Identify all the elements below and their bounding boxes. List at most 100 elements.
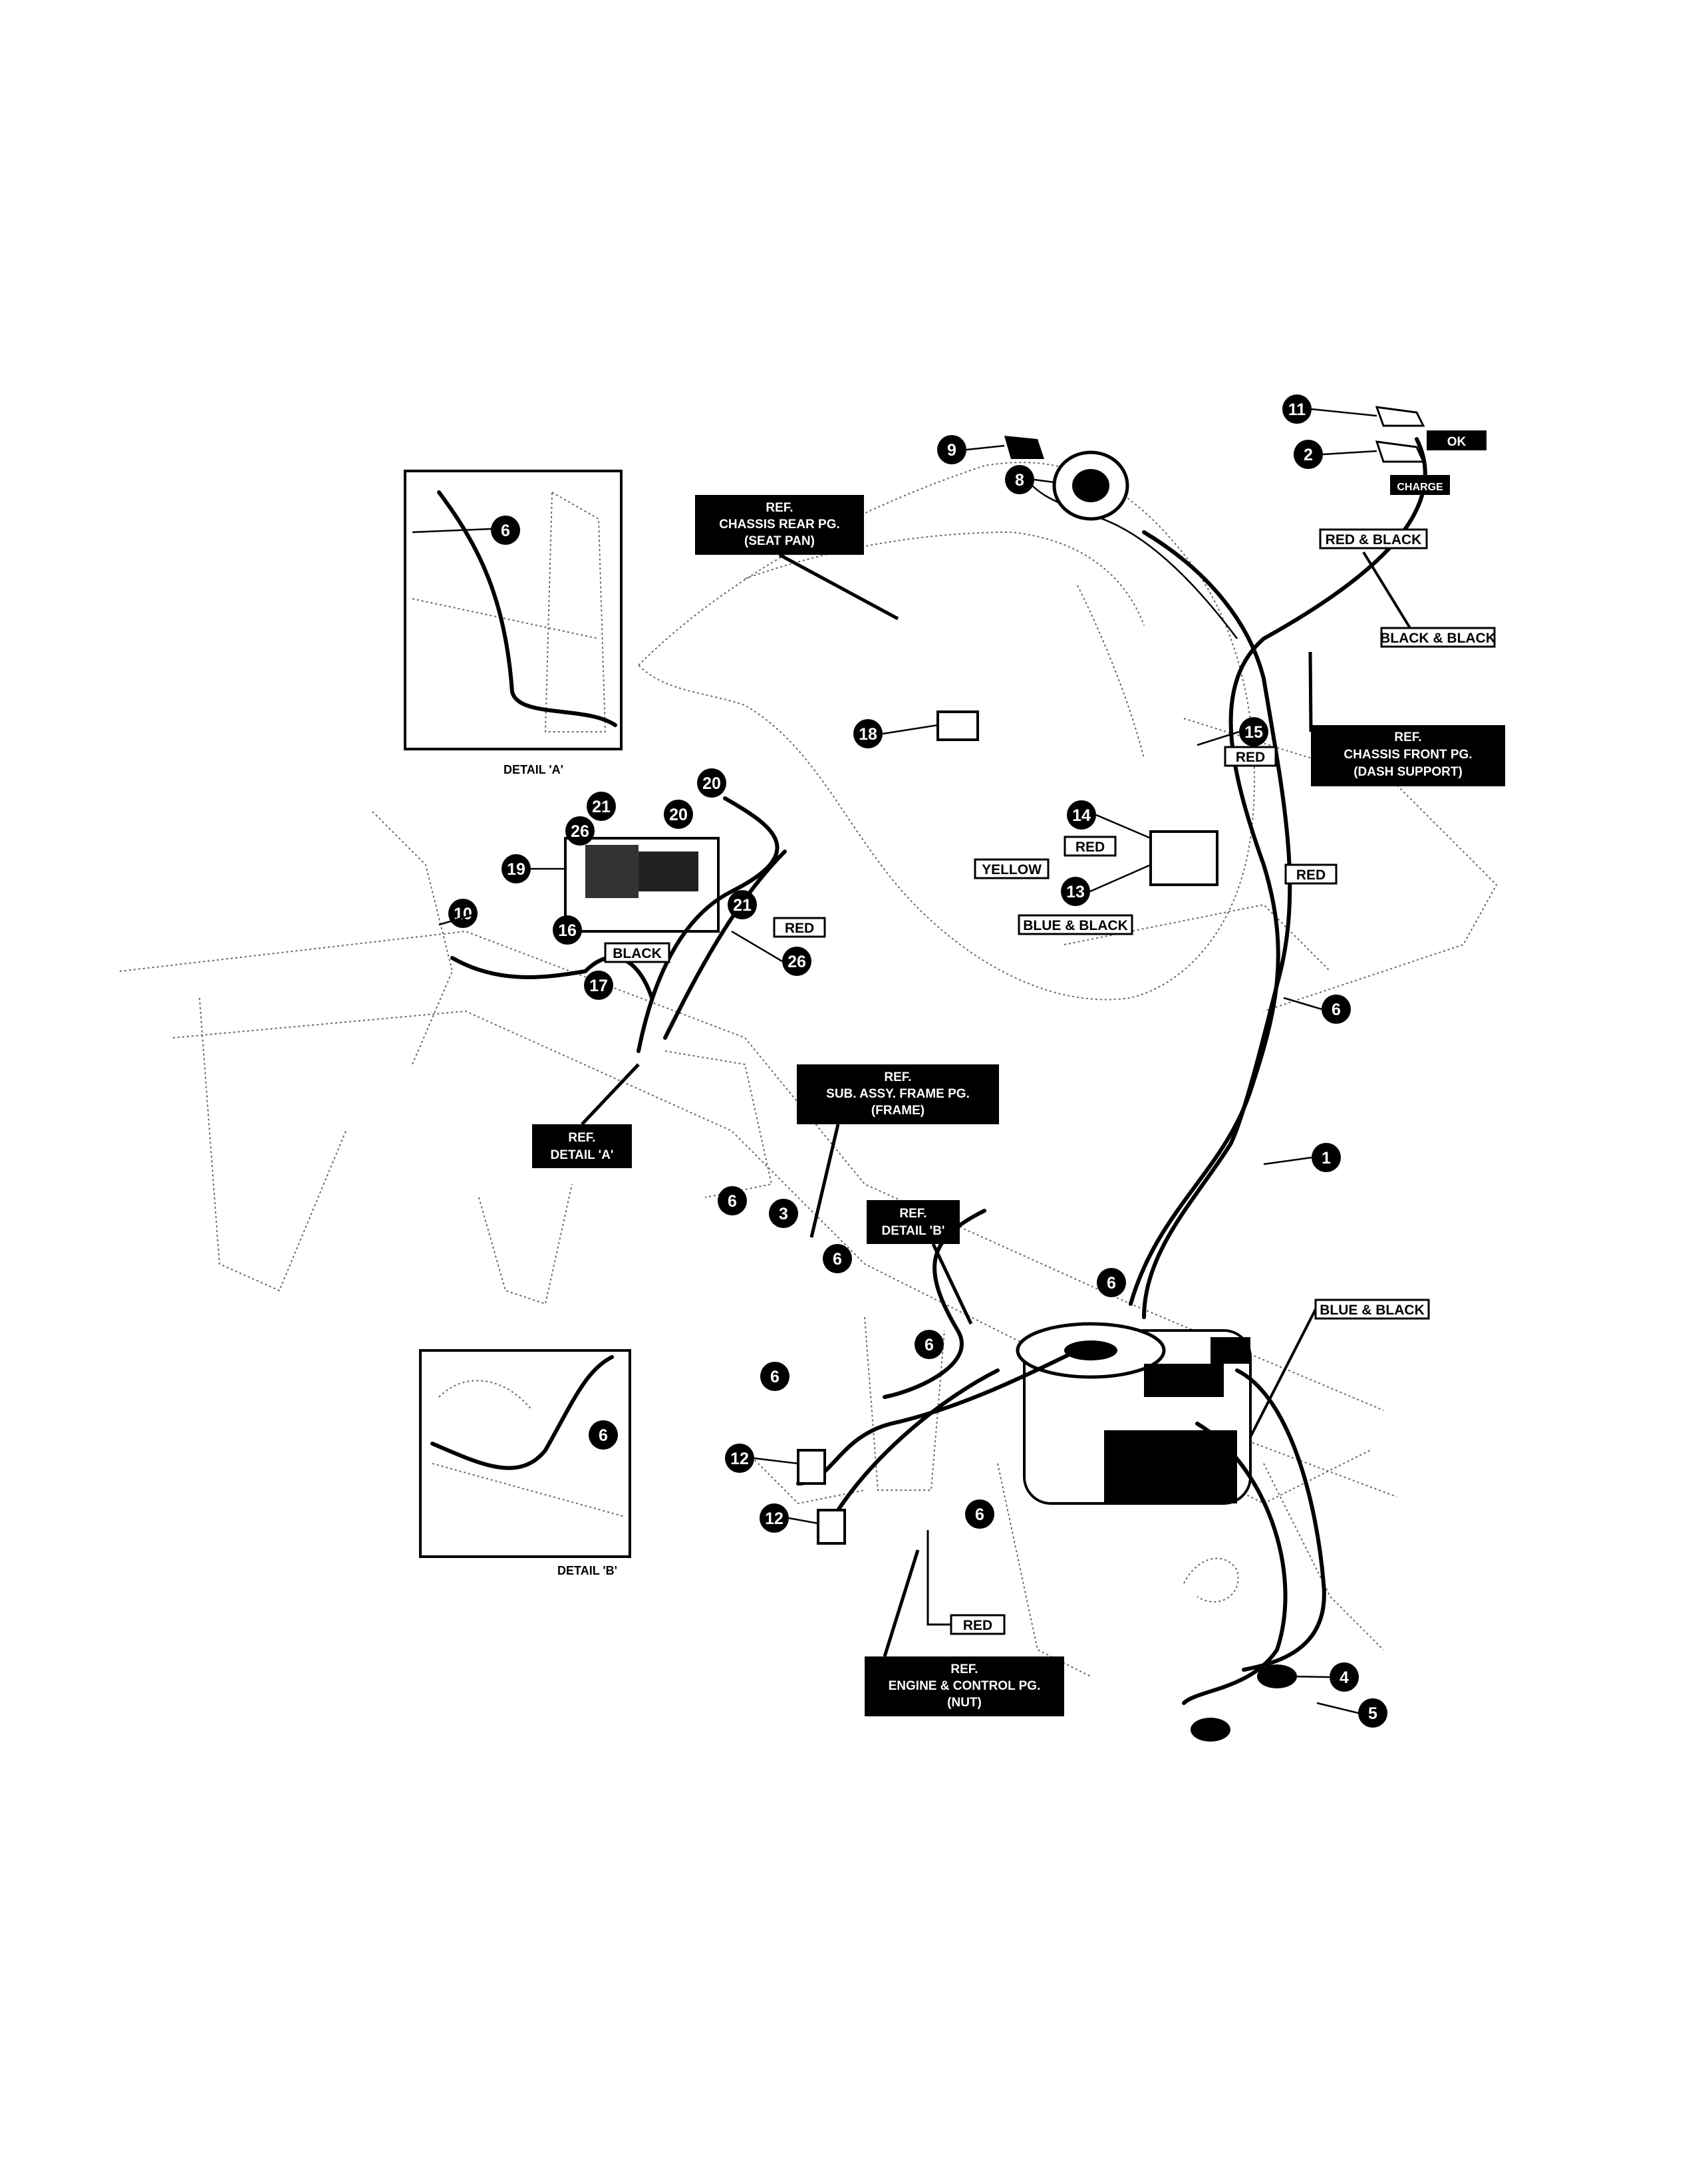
callout-4: 4: [1330, 1662, 1359, 1692]
svg-text:SUB. ASSY. FRAME PG.: SUB. ASSY. FRAME PG.: [826, 1087, 970, 1101]
svg-text:CHARGE: CHARGE: [1397, 482, 1443, 493]
detail-b-inset: [419, 1349, 631, 1558]
callout-12-upper: 12: [725, 1444, 754, 1473]
detail-b-caption: DETAIL 'B': [557, 1564, 617, 1577]
key: [1004, 436, 1044, 459]
label-yellow: YELLOW: [974, 858, 1050, 879]
ref-engine-control: REF. ENGINE & CONTROL PG. (NUT): [865, 1549, 1064, 1716]
svg-text:6: 6: [1107, 1274, 1116, 1293]
indicator-lamps: [1375, 406, 1425, 463]
svg-text:26: 26: [571, 822, 589, 841]
callout-17: 17: [584, 971, 613, 1000]
callout-10: 10: [448, 899, 478, 928]
callout-26-lower: 26: [782, 947, 811, 976]
callout-6-engine: 6: [1097, 1268, 1126, 1297]
label-black-black: BLACK & BLACK: [1362, 551, 1496, 648]
svg-text:BLUE & BLACK: BLUE & BLACK: [1023, 918, 1128, 933]
svg-text:(SEAT PAN): (SEAT PAN): [744, 534, 815, 548]
svg-text:(NUT): (NUT): [947, 1696, 982, 1710]
svg-text:5: 5: [1368, 1704, 1377, 1723]
svg-text:ENGINE & CONTROL PG.: ENGINE & CONTROL PG.: [889, 1679, 1041, 1693]
label-red-3: RED: [1284, 863, 1338, 885]
callout-6-detail-a: 6: [491, 516, 520, 545]
callout-14: 14: [1067, 800, 1096, 830]
ref-detail-b: REF. DETAIL 'B': [867, 1200, 973, 1325]
svg-text:12: 12: [765, 1509, 783, 1528]
svg-text:6: 6: [770, 1368, 780, 1386]
svg-text:21: 21: [592, 798, 611, 816]
callout-15: 15: [1239, 717, 1268, 746]
svg-text:11: 11: [1288, 400, 1306, 419]
svg-text:DETAIL 'A': DETAIL 'A': [551, 1148, 614, 1162]
svg-text:BLACK: BLACK: [613, 946, 662, 961]
svg-text:1: 1: [1322, 1149, 1331, 1168]
svg-text:6: 6: [975, 1505, 984, 1524]
callout-20-lower: 20: [664, 800, 693, 829]
callout-6-bracket: 6: [915, 1330, 944, 1359]
svg-text:12: 12: [730, 1450, 749, 1468]
svg-text:RED: RED: [963, 1618, 992, 1633]
svg-text:6: 6: [925, 1336, 934, 1354]
leader-lines: [438, 408, 1377, 1714]
svg-text:8: 8: [1015, 471, 1024, 490]
seat-switch: [936, 710, 979, 741]
svg-text:20: 20: [702, 774, 721, 793]
svg-text:26: 26: [787, 953, 806, 971]
svg-text:15: 15: [1244, 723, 1263, 742]
svg-text:10: 10: [454, 905, 472, 923]
svg-text:6: 6: [599, 1426, 608, 1445]
svg-text:DETAIL 'B': DETAIL 'B': [882, 1224, 945, 1238]
callout-21-lower: 21: [728, 890, 757, 919]
callout-6-left: 6: [760, 1362, 789, 1391]
svg-text:9: 9: [947, 441, 956, 460]
svg-text:2: 2: [1304, 446, 1313, 464]
svg-text:REF.: REF.: [950, 1662, 978, 1676]
svg-text:CHASSIS FRONT PG.: CHASSIS FRONT PG.: [1344, 748, 1472, 762]
callout-6-frame-b: 6: [823, 1244, 852, 1273]
callout-12-lower: 12: [760, 1503, 789, 1533]
svg-text:14: 14: [1072, 806, 1091, 825]
label-charge: CHARGE: [1390, 475, 1450, 495]
label-red-black: RED & BLACK: [1319, 528, 1428, 549]
svg-text:YELLOW: YELLOW: [982, 862, 1042, 877]
label-red-4: RED: [773, 917, 826, 938]
label-red-5: RED: [926, 1530, 1006, 1635]
svg-text:18: 18: [859, 725, 877, 744]
label-red-2: RED: [1064, 836, 1117, 857]
label-red-1: RED: [1224, 746, 1277, 767]
svg-text:RED: RED: [785, 921, 814, 936]
svg-text:REF.: REF.: [884, 1070, 911, 1084]
ref-sub-assy-frame: REF. SUB. ASSY. FRAME PG. (FRAME): [797, 1064, 999, 1238]
callout-1: 1: [1312, 1143, 1341, 1172]
callout-20-upper: 20: [697, 768, 726, 798]
svg-text:OK: OK: [1447, 435, 1467, 449]
svg-text:RED & BLACK: RED & BLACK: [1326, 532, 1422, 547]
callout-8: 8: [1005, 465, 1034, 494]
callout-6-frame-a: 6: [718, 1186, 747, 1215]
svg-text:19: 19: [507, 860, 525, 879]
callout-11: 11: [1282, 394, 1312, 424]
battery: [564, 837, 720, 933]
callout-3: 3: [769, 1199, 798, 1228]
callout-2: 2: [1294, 440, 1323, 469]
svg-text:CHASSIS REAR PG.: CHASSIS REAR PG.: [719, 518, 840, 532]
svg-text:6: 6: [728, 1192, 737, 1211]
svg-text:REF.: REF.: [899, 1207, 926, 1221]
svg-text:21: 21: [733, 896, 752, 915]
svg-text:REF.: REF.: [1394, 730, 1421, 744]
svg-text:BLUE & BLACK: BLUE & BLACK: [1320, 1303, 1425, 1318]
detail-a-caption: DETAIL 'A': [503, 763, 563, 776]
callout-9: 9: [937, 435, 966, 464]
callout-16: 16: [553, 915, 582, 945]
label-blue-black-1: BLUE & BLACK: [1018, 914, 1133, 935]
ref-detail-a: REF. DETAIL 'A': [532, 1063, 640, 1168]
svg-text:17: 17: [589, 977, 608, 995]
callout-6-low: 6: [965, 1499, 994, 1529]
label-black: BLACK: [604, 942, 670, 963]
detail-a-inset: [404, 470, 623, 750]
svg-text:13: 13: [1066, 883, 1085, 901]
svg-text:6: 6: [833, 1250, 842, 1269]
svg-text:RED: RED: [1236, 750, 1265, 765]
svg-text:16: 16: [558, 921, 577, 940]
